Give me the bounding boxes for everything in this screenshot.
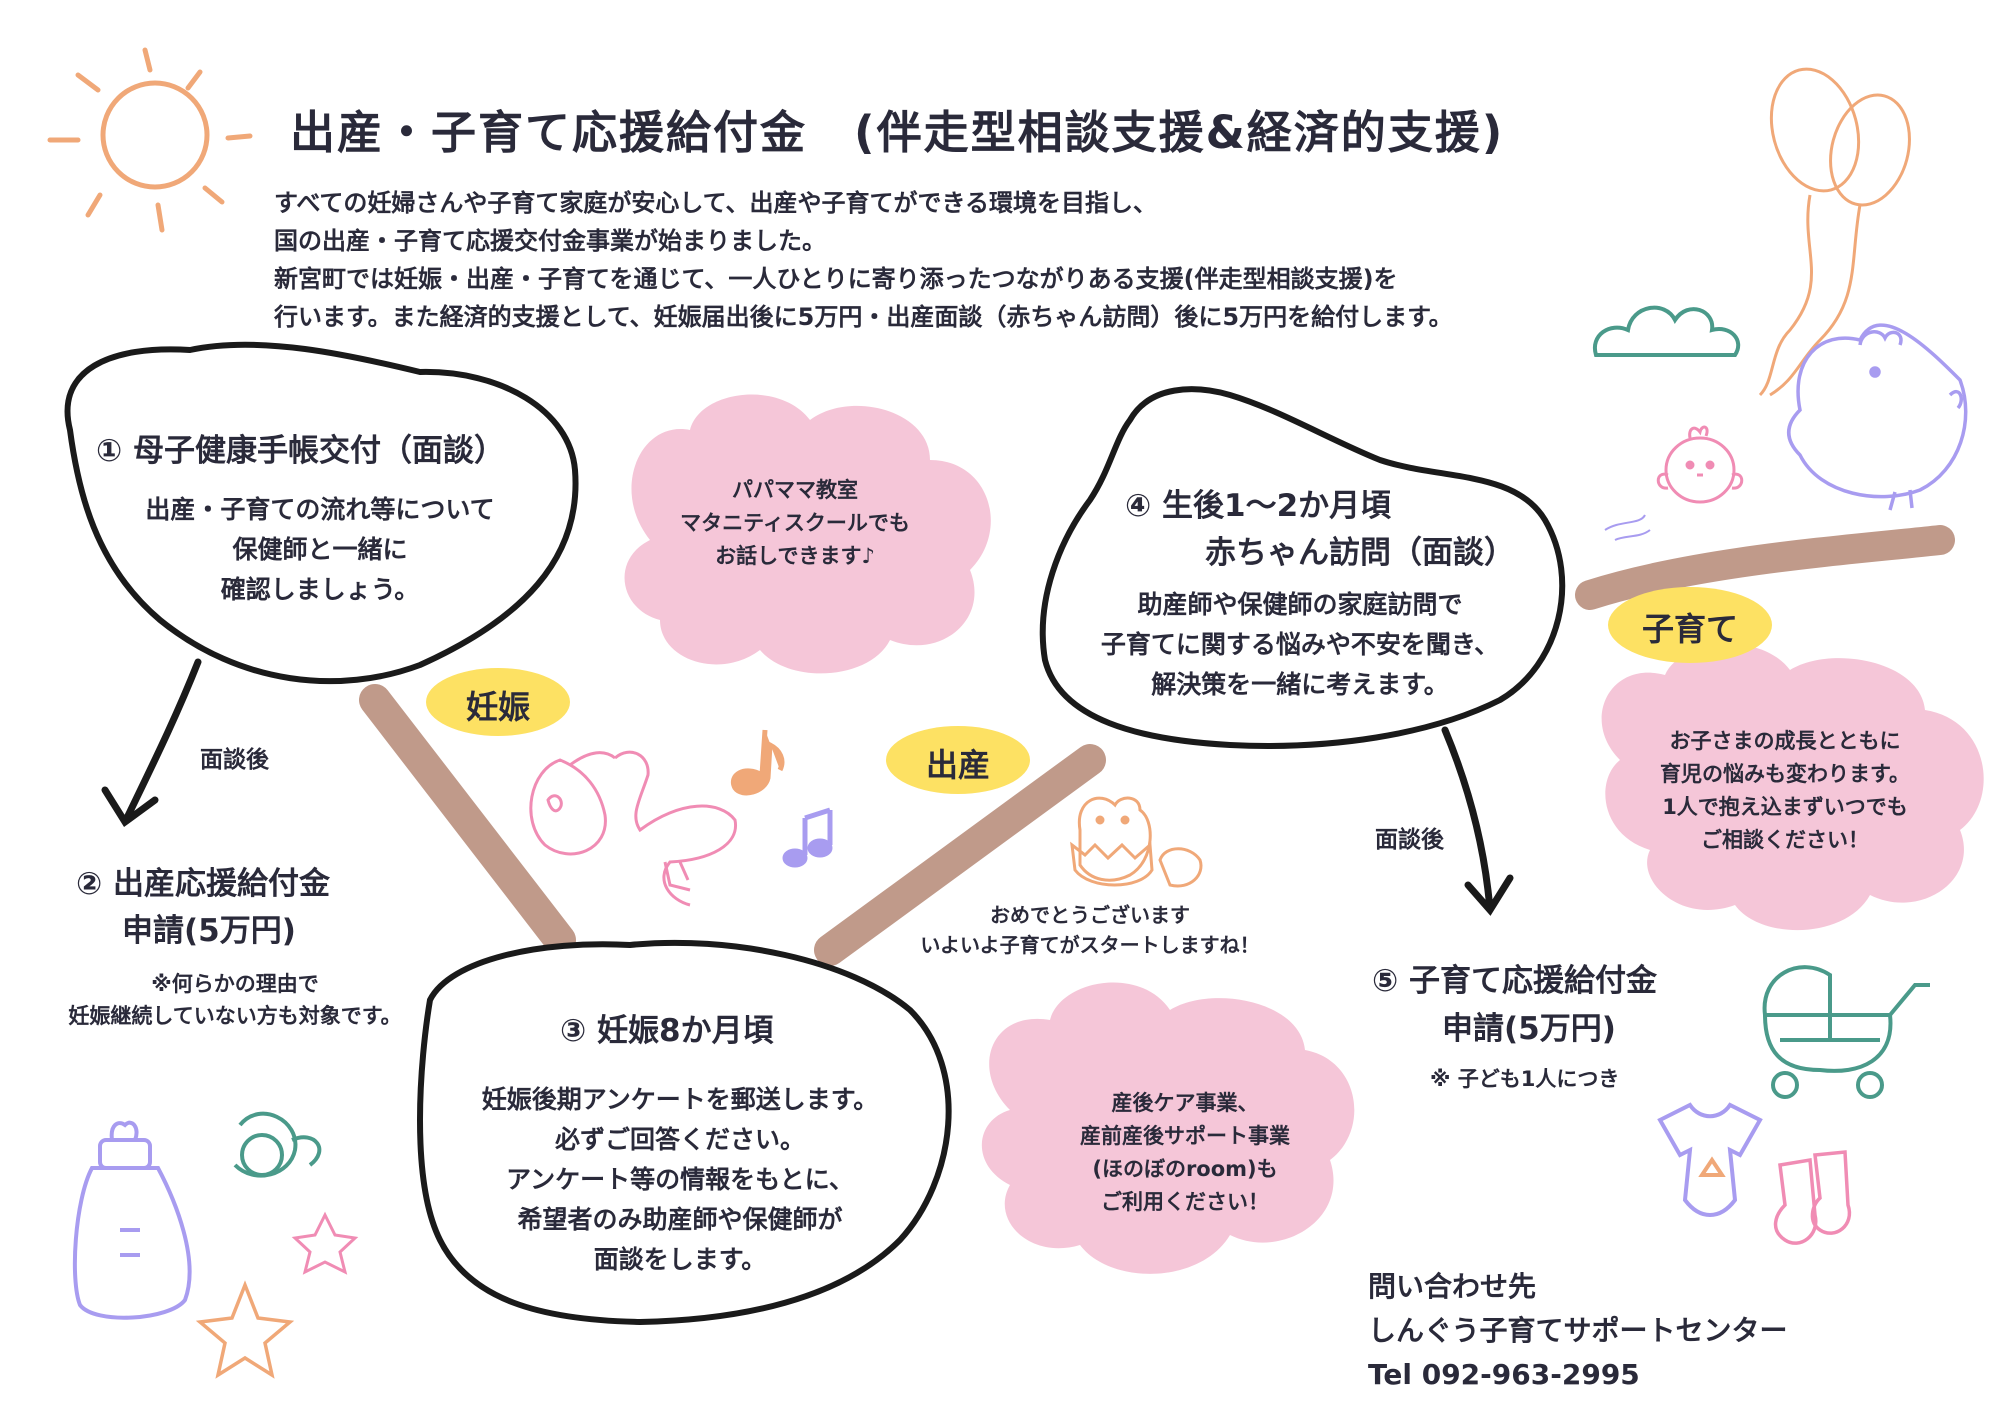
intro-line: 国の出産・子育て応援交付金事業が始まりました。 <box>274 227 826 255</box>
cloud-line: 産前産後サポート事業 <box>1080 1124 1290 1148</box>
step4-body-line: 解決策を一緒に考えます。 <box>1151 670 1449 699</box>
tag-bg-childcare <box>1608 587 1772 663</box>
step3-body-line: 希望者のみ助産師や保健師が <box>517 1205 843 1234</box>
music-note-icon <box>782 807 833 868</box>
cloud-papamama-text: パパママ教室 マタニティスクールでも お話しできます♪ <box>640 474 950 573</box>
cloud-line: お子さまの成長とともに <box>1669 729 1901 753</box>
step4-heading-line1: ④ 生後1～2か月頃 <box>1125 488 1392 524</box>
step4-body-line: 助産師や保健師の家庭訪問で <box>1137 590 1463 619</box>
balloon-icon <box>1758 67 1911 397</box>
step3-body: 妊娠後期アンケートを郵送します。 必ずご回答ください。 アンケート等の情報をもと… <box>440 1080 920 1280</box>
congrats-message: おめでとうございます いよいよ子育てがスタートしますね！ <box>890 900 1290 960</box>
contact-label: 問い合わせ先 <box>1368 1270 1537 1303</box>
stroller-icon <box>1762 965 1930 1099</box>
step5-note: ※ 子ども1人につき <box>1430 1067 1620 1091</box>
cloud-postnatal-text: 産後ケア事業、 産前産後サポート事業 (ほのぼのroom)も ご利用ください！ <box>1030 1087 1340 1219</box>
contact-org: しんぐう子育てサポートセンター <box>1368 1314 1788 1347</box>
cloud-line: 産後ケア事業、 <box>1111 1091 1259 1115</box>
bubble-step4 <box>1039 386 1566 749</box>
cloud-growth-text: お子さまの成長とともに 育児の悩みも変わります。 1人で抱え込まずいつでも ご相… <box>1640 725 1930 857</box>
step3-body-line: 妊娠後期アンケートを郵送します。 <box>481 1085 879 1114</box>
intro-paragraph: すべての妊婦さんや子育て家庭が安心して、出産や子育てができる環境を目指し、 国の… <box>274 184 1453 336</box>
cloud-papamama <box>624 394 991 674</box>
star-icon <box>291 1211 359 1275</box>
intro-line: すべての妊婦さんや子育て家庭が安心して、出産や子育てができる環境を目指し、 <box>274 189 1157 217</box>
road-pregnancy <box>359 684 576 956</box>
music-note-icon <box>730 729 785 796</box>
step4-body: 助産師や保健師の家庭訪問で 子育てに関する悩みや不安を聞き、 解決策を一緒に考え… <box>1060 585 1540 705</box>
arrow-step1 <box>101 658 202 828</box>
cloud-outline-icon <box>1592 305 1741 357</box>
step2-note-line: 妊娠継続していない方も対象です。 <box>68 1004 402 1028</box>
cloud-line: 1人で抱え込まずいつでも <box>1662 795 1908 819</box>
arrow-step4 <box>1441 726 1514 916</box>
pacifier-icon <box>233 1111 322 1178</box>
contact-tel[interactable]: Tel 092-963-2995 <box>1368 1358 1640 1391</box>
step4-heading-line2: 赤ちゃん訪問（面談） <box>1205 535 1515 571</box>
step1-body-line: 出産・子育ての流れ等について <box>145 495 495 524</box>
cloud-line: ご相談ください！ <box>1701 828 1869 852</box>
hen-icon <box>1787 323 1968 511</box>
step1-body-line: 保健師と一緒に <box>232 535 408 564</box>
bubble-step3 <box>417 939 952 1326</box>
step3-heading: ③ 妊娠8か月頃 <box>560 1013 774 1049</box>
stork-icon <box>529 750 737 907</box>
chick-icon <box>1656 425 1744 504</box>
cloud-line: (ほのぼのroom)も <box>1092 1157 1278 1181</box>
after-interview-label: 面談後 <box>200 747 269 773</box>
intro-line: 新宮町では妊娠・出産・子育てを通じて、一人ひとりに寄り添ったつながりある支援(伴… <box>274 265 1398 293</box>
step5-heading-line2: 申請(5万円) <box>1442 1011 1616 1047</box>
after-interview-label-2: 面談後 <box>1375 827 1444 853</box>
tag-birth: 出産 <box>925 746 990 784</box>
cloud-postnatal <box>981 982 1355 1274</box>
step5-heading-line1: ⑤ 子育て応援給付金 <box>1372 963 1658 999</box>
step1-heading: ① 母子健康手帳交付（面談） <box>96 433 506 469</box>
intro-line: 行います。また経済的支援として、妊娠届出後に5万円・出産面談（赤ちゃん訪問）後に… <box>274 303 1453 331</box>
cloud-growth <box>1601 644 1984 931</box>
tag-childcare: 子育て <box>1641 610 1738 648</box>
tag-bg-pregnancy <box>426 668 570 736</box>
step4-body-line: 子育てに関する悩みや不安を聞き、 <box>1100 630 1500 659</box>
step3-body-line: 面談をします。 <box>593 1245 767 1274</box>
step2-heading-line2: 申請(5万円) <box>122 913 296 949</box>
onesie-icon <box>1657 1102 1763 1217</box>
contact-block: 問い合わせ先 しんぐう子育てサポートセンター Tel 092-963-2995 <box>1368 1265 1787 1397</box>
step1-body: 出産・子育ての流れ等について 保健師と一緒に 確認しましょう。 <box>110 490 530 610</box>
baby-bottle-icon <box>72 1120 192 1320</box>
step2-heading-line1: ② 出産応援給付金 <box>76 866 331 902</box>
star-icon <box>195 1280 295 1379</box>
sun-icon <box>47 47 253 233</box>
road-birth <box>814 744 1106 966</box>
step3-body-line: アンケート等の情報をもとに、 <box>506 1165 854 1194</box>
step1-body-line: 確認しましょう。 <box>220 575 420 604</box>
step3-body-line: 必ずご回答ください。 <box>554 1125 805 1154</box>
cloud-line: お話しできます♪ <box>715 544 875 568</box>
cloud-line: 育児の悩みも変わります。 <box>1660 762 1910 786</box>
page-title: 出産・子育て応援給付金 (伴走型相談支援&経済的支援) <box>290 106 1505 159</box>
cloud-line: ご利用ください！ <box>1101 1190 1269 1214</box>
tag-bg-birth <box>886 726 1030 794</box>
cloud-line: マタニティスクールでも <box>680 511 910 535</box>
bubble-step1 <box>64 341 579 685</box>
step2-note-line: ※何らかの理由で <box>151 972 319 996</box>
congrats-line: おめでとうございます <box>990 903 1190 927</box>
hatching-chick-icon <box>1070 796 1203 888</box>
cloud-line: パパママ教室 <box>732 478 858 502</box>
step2-note: ※何らかの理由で 妊娠継続していない方も対象です。 <box>50 968 420 1032</box>
congrats-line: いよいよ子育てがスタートしますね！ <box>920 933 1260 957</box>
road-childcare <box>1575 525 1955 610</box>
baby-socks-icon <box>1773 1150 1852 1245</box>
tag-pregnancy: 妊娠 <box>465 688 530 726</box>
